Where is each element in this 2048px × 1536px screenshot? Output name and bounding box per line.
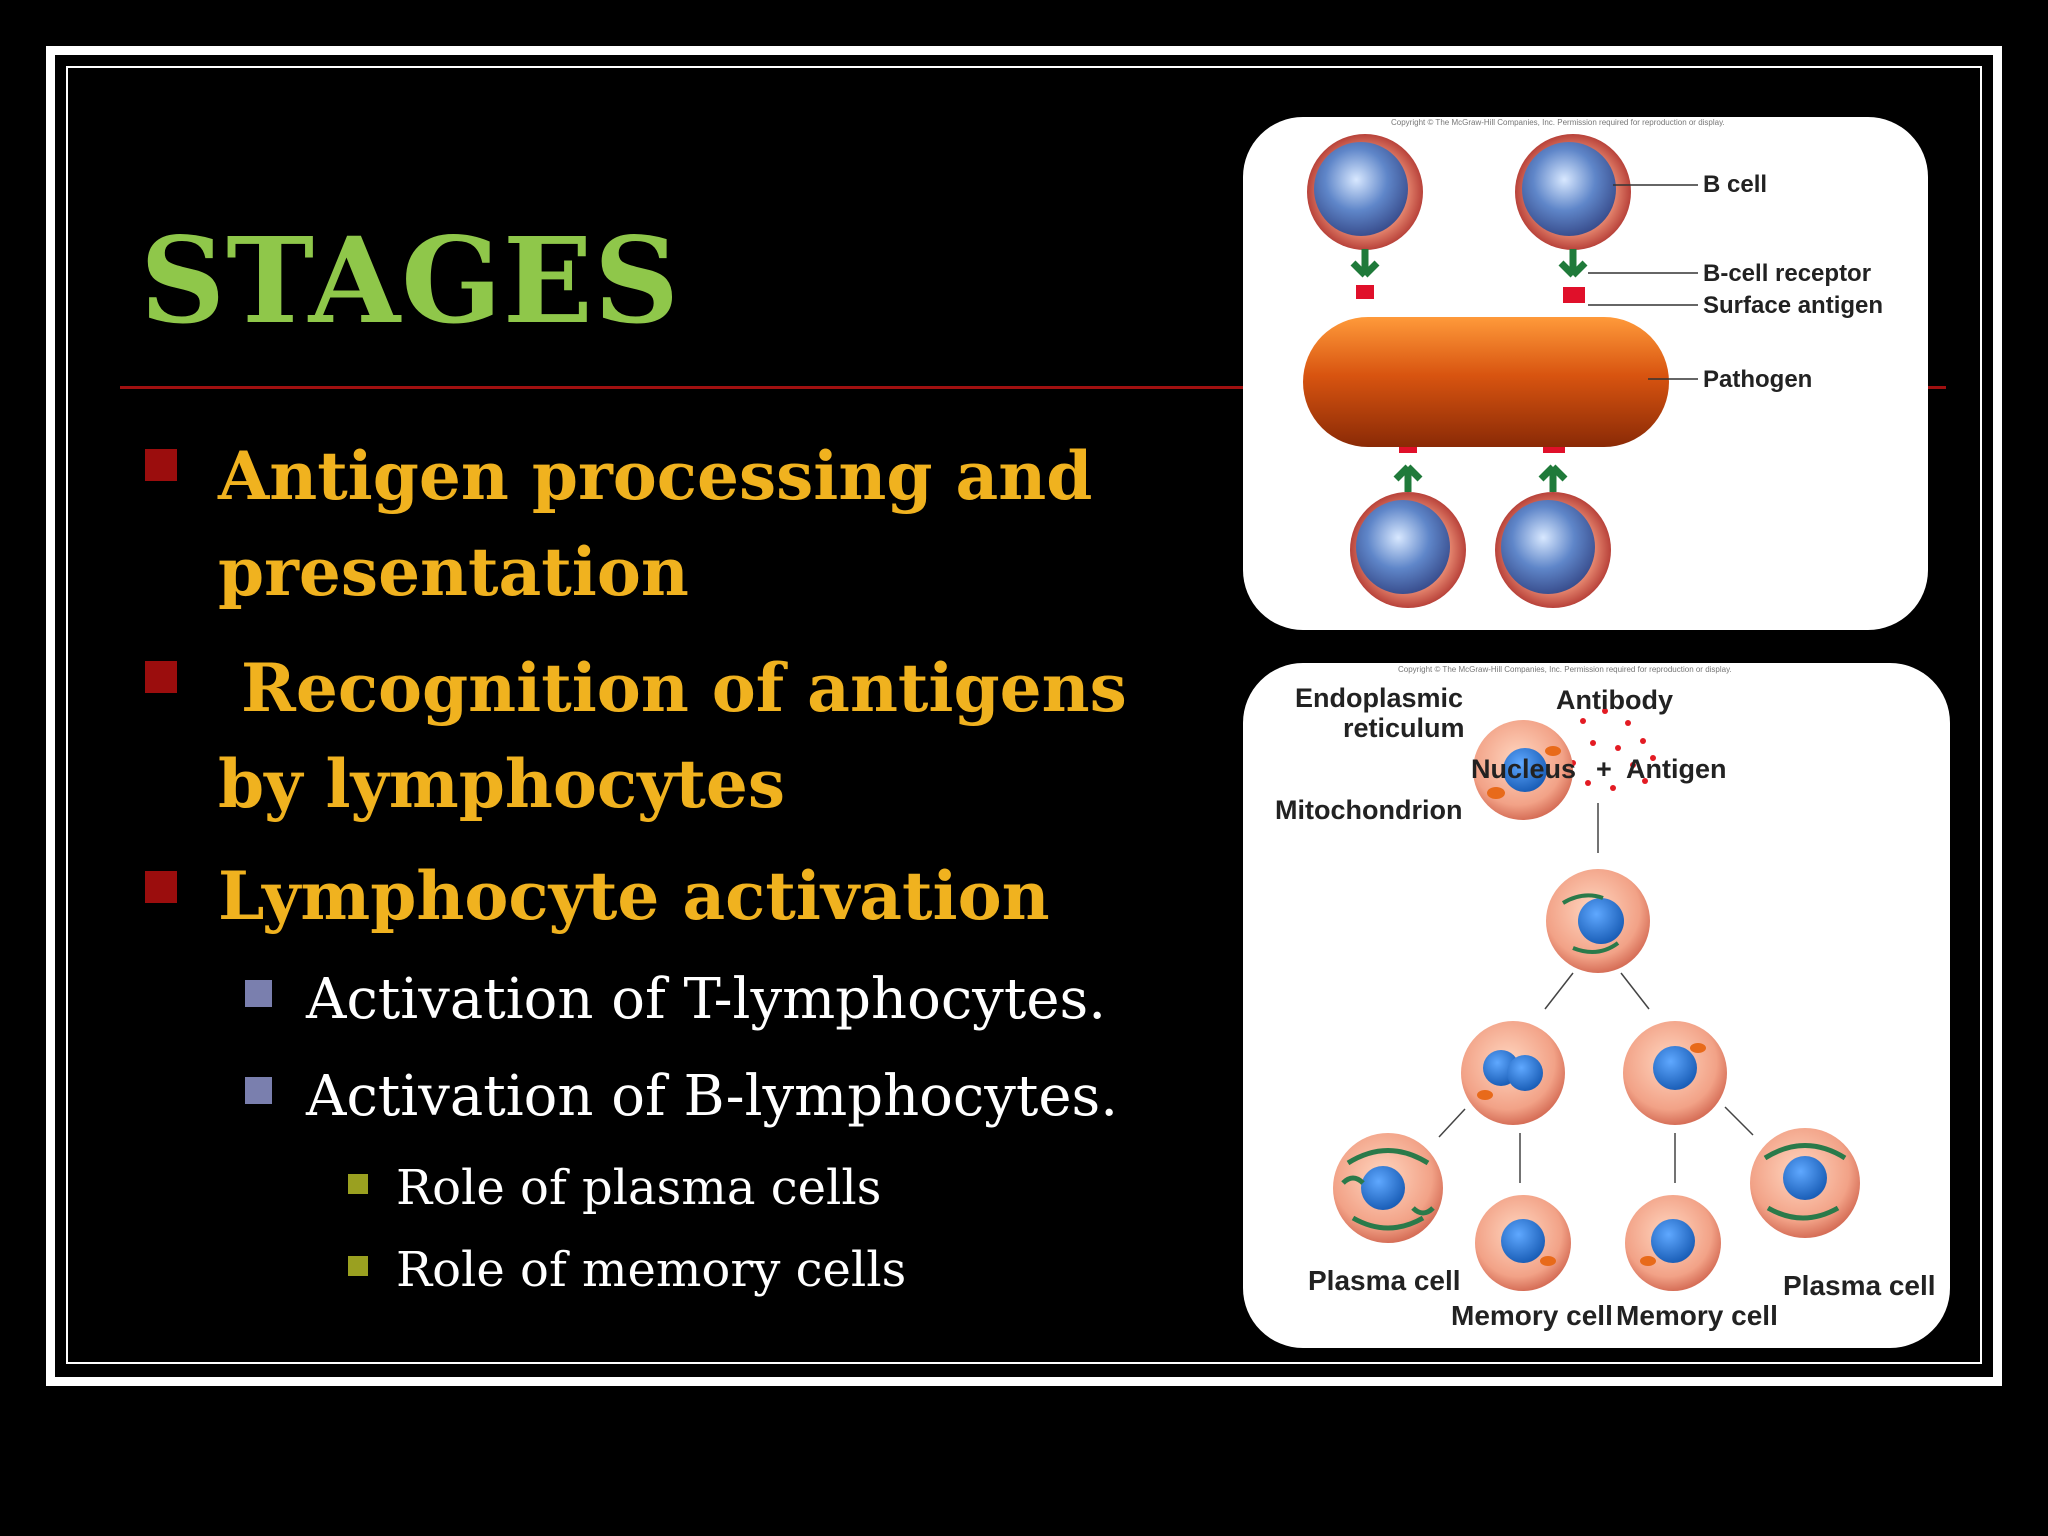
label-antigen: Antigen (1626, 754, 1727, 784)
label-memory-cell-2: Memory cell (1616, 1300, 1778, 1331)
label-plasma-cell-right: Plasma cell (1783, 1270, 1936, 1301)
b-cell-differentiation-illustration: Copyright © The McGraw-Hill Companies, I… (1275, 665, 1936, 1331)
memory-cell (1625, 1195, 1721, 1291)
antigen-dots (1570, 708, 1656, 791)
sub-sub-bullet-text: Role of plasma cells (396, 1160, 882, 1216)
pathogen (1303, 317, 1669, 447)
label-mitochondrion: Mitochondrion (1275, 795, 1462, 825)
b-cell-binding-illustration: Copyright © The McGraw-Hill Companies, I… (1303, 118, 1883, 608)
b-cell (1350, 492, 1466, 608)
bullet-text: Antigen processing and presentation (218, 437, 1093, 611)
differentiation-arrows (1438, 803, 1754, 1183)
copyright-text: Copyright © The McGraw-Hill Companies, I… (1391, 118, 1725, 127)
label-memory-cell-1: Memory cell (1451, 1300, 1613, 1331)
plasma-cell (1750, 1128, 1860, 1238)
label-plasma-cell-left: Plasma cell (1308, 1265, 1461, 1296)
label-pathogen: Pathogen (1703, 366, 1812, 393)
label-b-cell-receptor: B-cell receptor (1703, 260, 1871, 287)
copyright-text: Copyright © The McGraw-Hill Companies, I… (1398, 665, 1732, 674)
bullet-text: Lymphocyte activation (218, 857, 1050, 935)
sub-sub-bullet-marker (348, 1256, 368, 1276)
bullet-marker (145, 661, 177, 693)
label-antibody: Antibody (1556, 685, 1673, 715)
label-reticulum: reticulum (1343, 713, 1465, 743)
title-divider (120, 386, 1946, 389)
sub-sub-bullet-text: Role of memory cells (396, 1242, 907, 1298)
slide-title: STAGES (140, 211, 681, 350)
label-endoplasmic: Endoplasmic (1295, 683, 1463, 713)
slide-frame-outer (46, 46, 2002, 1386)
b-cell (1495, 492, 1611, 608)
activated-b-cell (1546, 869, 1650, 973)
dividing-b-cell (1623, 1021, 1727, 1125)
plasma-cell (1333, 1133, 1443, 1243)
memory-cell (1475, 1195, 1571, 1291)
sub-bullet-marker (245, 980, 272, 1007)
bullet-marker (145, 449, 177, 481)
sub-bullet-marker (245, 1077, 272, 1104)
b-cell-differentiation-figure: Copyright © The McGraw-Hill Companies, I… (1243, 663, 1950, 1348)
slide-frame-inner (66, 66, 1982, 1364)
b-cell-receptor (1350, 249, 1588, 492)
b-cell (1515, 134, 1631, 250)
sub-bullet-text: Activation of B-lymphocytes. (306, 1064, 1119, 1129)
dividing-b-cell (1461, 1021, 1565, 1125)
sub-sub-bullet-marker (348, 1174, 368, 1194)
bullet-marker (145, 871, 177, 903)
b-cell-binding-figure: Copyright © The McGraw-Hill Companies, I… (1243, 117, 1928, 630)
b-cell (1307, 134, 1423, 250)
label-surface-antigen: Surface antigen (1703, 292, 1883, 319)
bullet-text: Recognition of antigens by lymphocytes (218, 649, 1150, 823)
label-plus: + (1596, 754, 1612, 784)
label-nucleus: Nucleus (1471, 754, 1576, 784)
label-b-cell: B cell (1703, 171, 1767, 198)
sub-bullet-text: Activation of T-lymphocytes. (306, 967, 1106, 1032)
naive-b-cell (1473, 720, 1573, 820)
